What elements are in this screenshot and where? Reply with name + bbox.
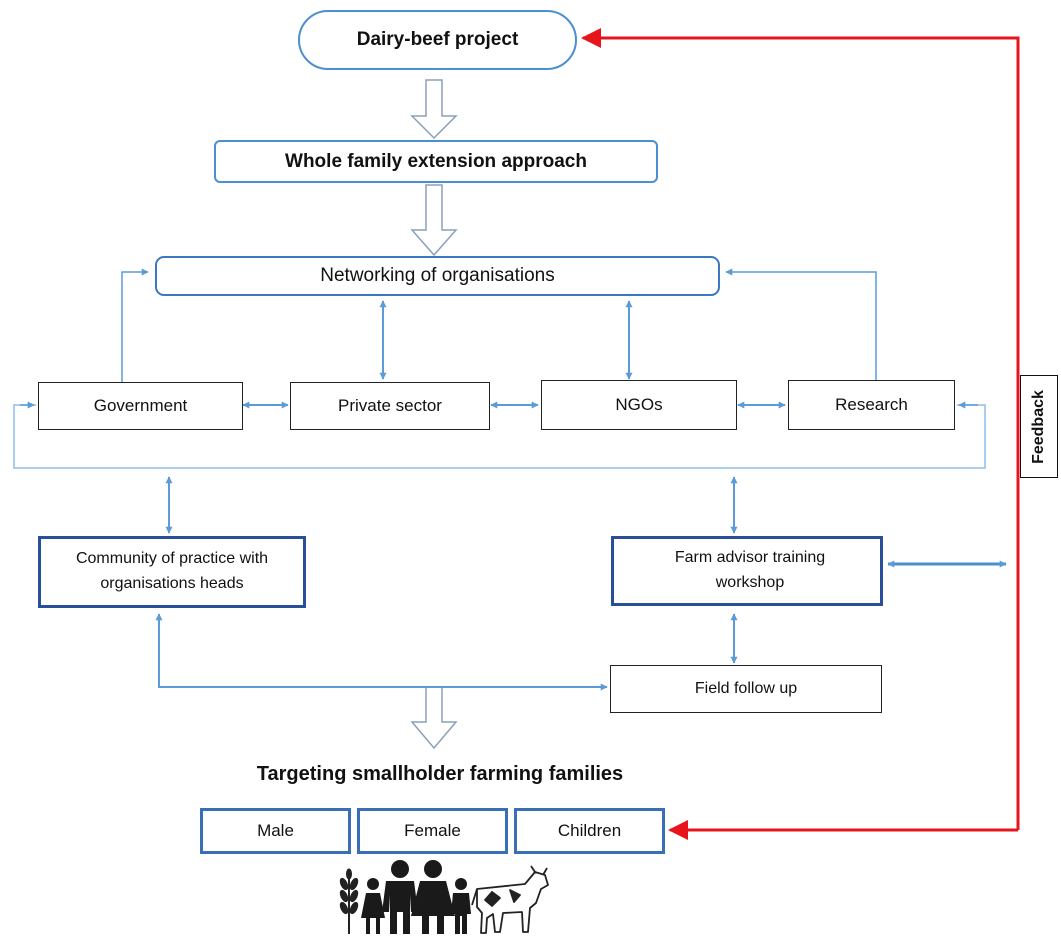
ngos-node xyxy=(541,380,737,430)
feedback-label: Feedback xyxy=(1030,390,1047,464)
community-label: Community of practice with organisations… xyxy=(75,550,269,592)
farm-advisor-label: Farm advisor training workshop xyxy=(674,549,826,591)
farm-advisor-node xyxy=(611,536,883,606)
org-bracket-line xyxy=(13,404,986,469)
private-sector-node xyxy=(290,382,490,430)
cow-icon xyxy=(471,865,549,934)
project-label: Dairy-beef project xyxy=(356,29,519,50)
female-label: Female xyxy=(404,821,461,840)
wheat-icon xyxy=(339,868,359,934)
community-node xyxy=(38,536,306,608)
field-follow-up-node xyxy=(610,665,882,713)
targeting-label: Targeting smallholder farming families xyxy=(256,762,624,785)
feedback-box xyxy=(1020,375,1058,478)
feedback-line-research-network xyxy=(725,268,877,382)
field-follow-up-label: Field follow up xyxy=(694,680,798,697)
children-label: Children xyxy=(557,821,622,840)
male-node xyxy=(200,808,351,854)
private-sector-label: Private sector xyxy=(338,396,442,415)
male-label: Male xyxy=(257,821,294,840)
arrow-community-field xyxy=(155,613,608,691)
approach-label: Whole family extension approach xyxy=(285,150,587,172)
hollow-arrow-project-to-approach xyxy=(410,79,458,140)
research-node xyxy=(788,380,955,430)
research-label: Research xyxy=(835,395,908,414)
ngos-label: NGOs xyxy=(615,395,663,414)
hollow-arrow-approach-to-network xyxy=(410,184,458,257)
feedback-line-government-network xyxy=(121,268,149,382)
children-node xyxy=(514,808,665,854)
government-node xyxy=(38,382,243,430)
networking-node xyxy=(155,256,720,296)
project-node xyxy=(298,10,577,70)
family-icon xyxy=(361,860,471,934)
female-node xyxy=(357,808,508,854)
government-label: Government xyxy=(93,396,188,415)
hollow-arrow-to-targeting xyxy=(410,686,458,750)
networking-label: Networking of organisations xyxy=(320,265,555,286)
approach-node xyxy=(214,140,658,183)
feedback-loop-to-project xyxy=(581,28,1020,830)
